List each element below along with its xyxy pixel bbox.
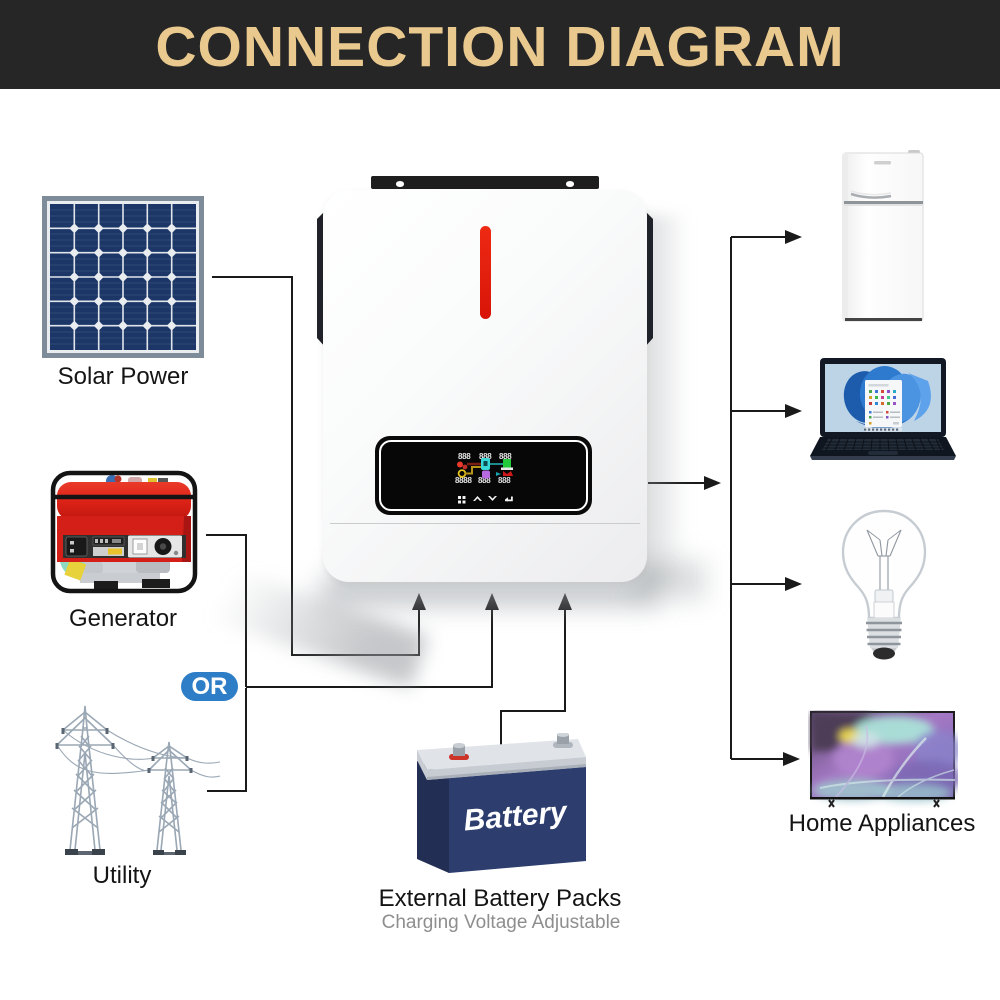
svg-text:888: 888 bbox=[478, 476, 491, 485]
svg-text:888: 888 bbox=[479, 452, 492, 461]
svg-text:888: 888 bbox=[499, 452, 512, 461]
svg-text:888: 888 bbox=[498, 476, 511, 485]
svg-text:8888: 8888 bbox=[455, 476, 472, 485]
svg-text:888: 888 bbox=[458, 452, 471, 461]
